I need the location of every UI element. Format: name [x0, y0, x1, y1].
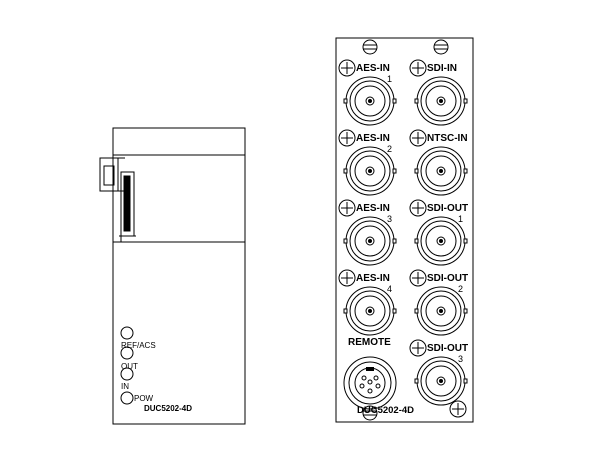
led-label-ref-acs: REF/ACS — [121, 341, 156, 350]
phillips-screw-icon — [338, 199, 356, 217]
phillips-screw-icon — [338, 129, 356, 147]
front-panel-frame — [335, 37, 474, 423]
top-screw-left — [362, 39, 378, 55]
led-ref-acs — [120, 326, 134, 340]
top-screw-right — [433, 39, 449, 55]
bnc-connector: AES-IN4 — [338, 269, 397, 336]
bnc-connector: SDI-IN — [409, 59, 468, 126]
remote-label: REMOTE — [348, 337, 391, 348]
connector-number: 2 — [387, 144, 392, 154]
module-bottom-box — [112, 241, 246, 425]
connector-label: SDI-OUT — [427, 203, 468, 214]
connector-grid: AES-IN1SDI-INAES-IN2NTSC-INAES-IN3SDI-OU… — [338, 59, 468, 406]
bottom-right-screw-icon — [449, 400, 467, 418]
connector-label: AES-IN — [356, 133, 390, 144]
connector-number: 1 — [458, 214, 463, 224]
connector-number: 4 — [387, 284, 392, 294]
module-top-box — [112, 127, 246, 156]
card-latch — [119, 171, 136, 242]
connector-label: AES-IN — [356, 273, 390, 284]
phillips-screw-icon — [338, 269, 356, 287]
module-body — [112, 154, 246, 243]
led-label-out: OUT — [121, 362, 138, 371]
led-label-pow: POW — [134, 394, 154, 403]
phillips-screw-icon — [409, 129, 427, 147]
connector-number: 1 — [387, 74, 392, 84]
connector-number: 3 — [458, 354, 463, 364]
bottom-screw — [362, 405, 378, 421]
connector-label: SDI-OUT — [427, 343, 468, 354]
side-module-model: DUC5202-4D — [144, 404, 192, 413]
front-panel-model: DUC5202-4D — [357, 405, 414, 416]
bnc-connector: AES-IN3 — [338, 199, 397, 266]
phillips-screw-icon — [409, 269, 427, 287]
phillips-screw-icon — [409, 339, 427, 357]
connector-label: AES-IN — [356, 63, 390, 74]
bnc-connector: NTSC-IN — [409, 129, 468, 196]
connector-number: 3 — [387, 214, 392, 224]
led-label-in: IN — [121, 382, 129, 391]
led-out — [120, 346, 134, 360]
led-in — [120, 367, 134, 381]
led-pow — [120, 391, 134, 405]
connector-label: NTSC-IN — [427, 133, 468, 144]
connector-label: AES-IN — [356, 203, 390, 214]
led-panel: REF/ACS OUT IN POW — [120, 326, 156, 405]
phillips-screw-icon — [409, 199, 427, 217]
phillips-screw-icon — [338, 59, 356, 77]
phillips-screw-icon — [409, 59, 427, 77]
connector-label: SDI-OUT — [427, 273, 468, 284]
side-module: REF/ACS OUT IN POW DUC5202-4D — [99, 127, 246, 425]
bnc-connector: AES-IN2 — [338, 129, 397, 196]
bnc-connector: AES-IN1 — [338, 59, 397, 126]
front-panel: AES-IN1SDI-INAES-IN2NTSC-INAES-IN3SDI-OU… — [335, 37, 474, 423]
connector-label: SDI-IN — [427, 63, 457, 74]
connector-number: 2 — [458, 284, 463, 294]
remote-connector: REMOTE — [343, 337, 397, 410]
